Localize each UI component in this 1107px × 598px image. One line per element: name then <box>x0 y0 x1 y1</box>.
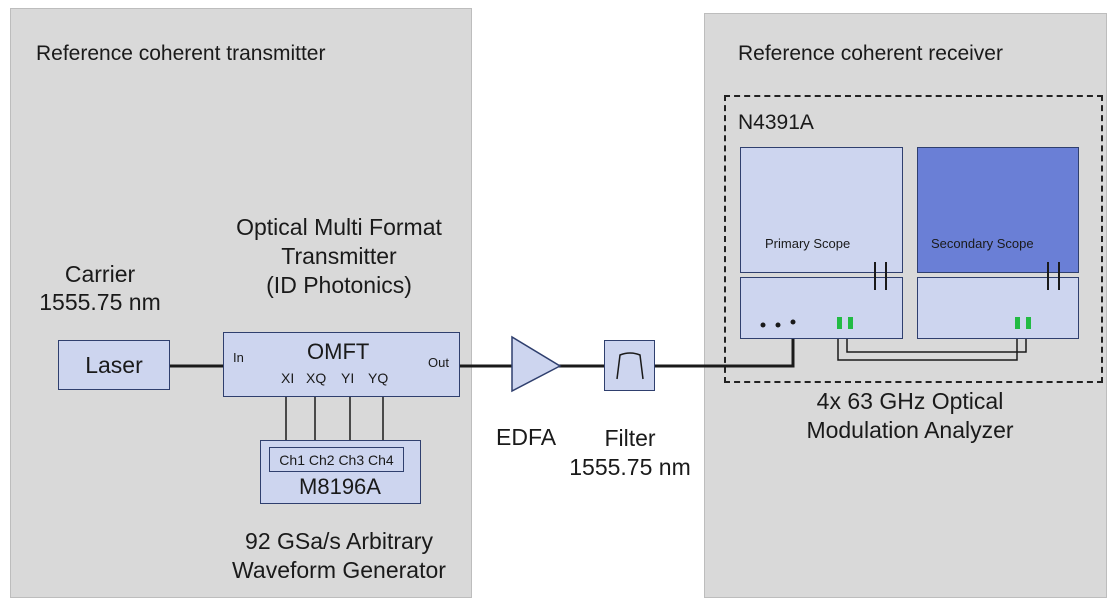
input-dot-1-icon <box>760 322 766 328</box>
n4391a-frame <box>724 95 1103 383</box>
secondary-scope-bottom[interactable] <box>917 277 1079 339</box>
omft-box[interactable]: OMFT In Out XI XQ YI YQ <box>223 332 460 397</box>
omft-in-port: In <box>233 350 244 365</box>
oma-desc-line2: Modulation Analyzer <box>806 416 1014 443</box>
omft-out-port: Out <box>428 355 449 370</box>
omft-port-xi: XI <box>281 370 295 386</box>
omft-port-xq: XQ <box>306 370 327 386</box>
omft-port-yi: YI <box>341 370 355 386</box>
awg-description: 92 GSa/s Arbitrary Waveform Generator <box>200 527 478 585</box>
primary-green-port-icon <box>837 317 842 329</box>
transmitter-title: Reference coherent transmitter <box>36 42 326 65</box>
omft-title-line2: Transmitter <box>281 242 397 269</box>
secondary-scope-label: Secondary Scope <box>931 236 1034 251</box>
oma-description: 4x 63 GHz Optical Modulation Analyzer <box>760 387 1060 445</box>
awg-channel-strip: Ch1 Ch2 Ch3 Ch4 <box>269 447 404 472</box>
carrier-label-line2: 1555.75 nm <box>39 288 161 315</box>
filter-label-line1: Filter <box>604 425 656 451</box>
omft-label: OMFT <box>307 339 370 364</box>
edfa-label: EDFA <box>496 424 557 450</box>
filter-label: Filter 1555.75 nm <box>560 424 700 482</box>
awg-channels: Ch1 Ch2 Ch3 Ch4 <box>279 451 394 468</box>
filter-box[interactable] <box>604 340 655 391</box>
laser-box[interactable]: Laser <box>58 340 170 390</box>
scope-link-cable-inner <box>846 329 1027 353</box>
receiver-title: Reference coherent receiver <box>738 42 1003 65</box>
edfa-amplifier-icon <box>511 335 562 393</box>
laser-label: Laser <box>85 351 143 378</box>
bandpass-icon <box>616 352 644 380</box>
awg-desc-line1: 92 GSa/s Arbitrary <box>245 528 433 554</box>
omft-title: Optical Multi Format Transmitter (ID Pho… <box>200 213 478 299</box>
omft-title-line1: Optical Multi Format <box>236 214 442 240</box>
secondary-scope-top[interactable]: Secondary Scope <box>917 147 1079 273</box>
carrier-label: Carrier 1555.75 nm <box>10 261 190 316</box>
omft-title-line3: (ID Photonics) <box>266 271 412 298</box>
primary-scope-top[interactable]: Primary Scope <box>740 147 903 273</box>
secondary-green-port-icon <box>1015 317 1020 329</box>
omft-port-yq: YQ <box>368 370 389 386</box>
filter-label-line2: 1555.75 nm <box>569 453 691 480</box>
oma-desc-line1: 4x 63 GHz Optical <box>816 388 1004 414</box>
input-dot-3-icon <box>790 319 796 325</box>
carrier-label-line1: Carrier <box>64 261 136 287</box>
instrument-label: N4391A <box>738 111 814 134</box>
scope-link-cable <box>837 329 1018 361</box>
awg-label: M8196A <box>299 474 381 499</box>
primary-scope-label: Primary Scope <box>765 236 851 251</box>
input-dot-2-icon <box>775 322 781 328</box>
awg-box[interactable]: Ch1 Ch2 Ch3 Ch4 M8196A <box>260 440 421 504</box>
awg-desc-line2: Waveform Generator <box>232 556 446 583</box>
